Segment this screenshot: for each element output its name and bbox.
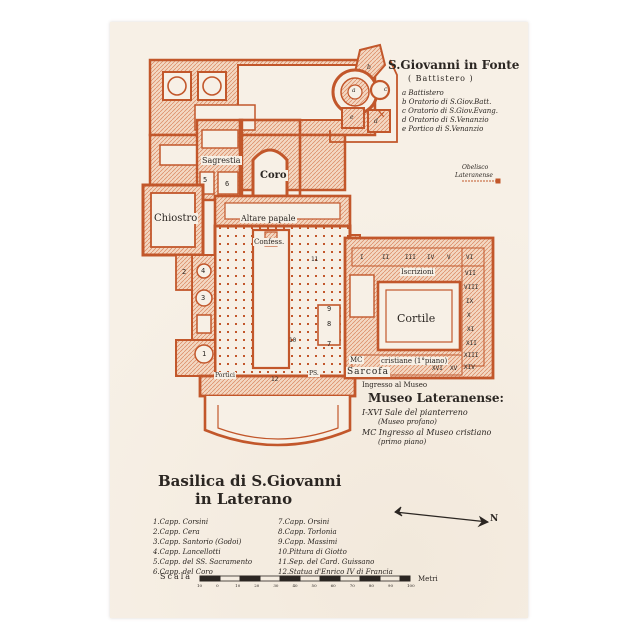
- chapel-number: 10: [289, 337, 297, 344]
- north-arrow-icon: [394, 506, 490, 528]
- chapel-number: 4: [201, 267, 206, 275]
- legend-item: 10.Pittura di Giotto: [278, 548, 347, 556]
- baptistery-letter: e: [350, 114, 354, 121]
- scale-bar: [199, 575, 411, 582]
- scale-tick: 90: [387, 583, 393, 588]
- scale-tick: 10: [197, 583, 203, 588]
- north-label: N: [490, 514, 499, 524]
- legend-item: 5.Capp. del SS. Sacramento: [153, 558, 253, 566]
- museum-legend-line: I-XVI Sale del pianterreno: [362, 408, 468, 417]
- baptistery-subtitle: ( Battistero ): [408, 74, 474, 83]
- scale-tick: 0: [216, 583, 219, 588]
- museum-plan: [343, 236, 495, 380]
- baptistery-item: c Oratorio di S.Giov.Evang.: [402, 107, 499, 115]
- obelisk-label: Lateranense: [455, 172, 493, 179]
- room-portici: Portici: [214, 372, 236, 379]
- museum-room-number: IV: [427, 254, 435, 261]
- museum-room-number: III: [405, 254, 416, 261]
- scale-tick: 30: [273, 583, 279, 588]
- scale-tick: 70: [349, 583, 355, 588]
- chapel-number: 7: [327, 340, 332, 348]
- room-chiostro: Chiostro: [153, 213, 199, 224]
- scale-tick: 60: [330, 583, 336, 588]
- nave-plan: [175, 118, 361, 447]
- baptistery-letter: a: [352, 87, 356, 94]
- chapel-number: 12: [271, 376, 279, 383]
- museum-title: Museo Lateranense:: [368, 391, 504, 405]
- legend-item: 11.Sep. del Card. Guissano: [278, 558, 375, 566]
- baptistery-item: b Oratorio di S.Giov.Batt.: [402, 98, 492, 106]
- museum-room-number: VIII: [464, 284, 479, 291]
- room-altare: Altare papale: [240, 214, 297, 223]
- museum-room-number: I: [360, 254, 364, 261]
- room-sarcofagi: Sarcofa: [346, 367, 390, 377]
- scale-label: Scala: [160, 572, 193, 581]
- chapel-number: 5: [203, 176, 208, 184]
- baptistery-item: d Oratorio di S.Venanzio: [402, 116, 489, 124]
- obelisk-marker: [462, 178, 501, 184]
- room-iscrizioni: Iscrizioni: [400, 268, 435, 276]
- baptistery-letter: b: [367, 64, 371, 71]
- chapel-number: 1: [202, 350, 207, 358]
- baptistery-letter: d: [374, 118, 378, 125]
- scale-tick: 80: [368, 583, 374, 588]
- obelisk-label: Obelisco: [462, 164, 489, 171]
- museum-entrance-label: Ingresso al Museo: [362, 381, 428, 389]
- scale-tick: 40: [292, 583, 298, 588]
- baptistery-letter: c: [384, 86, 388, 93]
- museum-room-number: VI: [466, 254, 474, 261]
- museum-room-number: VII: [465, 270, 476, 277]
- museum-room-number: XIV: [464, 364, 475, 371]
- legend-item: 2.Capp. Cera: [153, 528, 200, 536]
- legend-item: 1.Capp. Corsini: [153, 518, 209, 526]
- museum-room-number: XV: [450, 365, 458, 372]
- chapel-number: 3: [201, 294, 206, 302]
- baptistery-title: S.Giovanni in Fonte: [388, 58, 520, 72]
- scale-tick: 50: [311, 583, 317, 588]
- legend-item: 7.Capp. Orsini: [278, 518, 330, 526]
- museum-legend-line: (primo piano): [378, 438, 427, 446]
- legend-item: 12.Statua d'Enrico IV di Francia: [278, 568, 393, 576]
- basilica-title: Basilica di S.Giovanni: [158, 472, 342, 490]
- museum-legend-line: MC Ingresso al Museo cristiano: [362, 428, 492, 437]
- legend-item: 4.Capp. Lancellotti: [153, 548, 221, 556]
- room-confess: Confess.: [253, 238, 286, 246]
- chapel-number: 11: [311, 256, 319, 263]
- scale-tick: 100: [407, 583, 415, 588]
- baptistery-item: e Portico di S.Venanzio: [402, 125, 484, 133]
- room-cristiane: cristiane (1°piano): [380, 357, 449, 365]
- legend-item: 8.Capp. Torlonia: [278, 528, 337, 536]
- scale-unit: Metri: [418, 575, 438, 583]
- scale-tick: 20: [254, 583, 260, 588]
- room-sagrestia: Sagrestia: [201, 156, 242, 165]
- chapel-number: 8: [327, 320, 332, 328]
- museum-room-number: V: [447, 254, 451, 261]
- legend-item: 9.Capp. Massimi: [278, 538, 338, 546]
- room-mc: MC: [349, 356, 364, 364]
- legend-item: 3.Capp. Santorio (Godoi): [153, 538, 242, 546]
- museum-room-number: XII: [466, 340, 477, 347]
- museum-room-number: XI: [467, 326, 475, 333]
- room-ps: PS.: [308, 370, 320, 377]
- chapel-number: 2: [182, 268, 187, 276]
- museum-legend-line: (Museo profano): [378, 418, 437, 426]
- museum-room-number: X: [467, 312, 471, 319]
- chapel-number: 6: [225, 180, 230, 188]
- chapel-number: 9: [327, 305, 332, 313]
- room-coro: Coro: [259, 170, 288, 181]
- room-cortile: Cortile: [396, 312, 437, 325]
- legend-item: 6.Capp. del Coro: [153, 568, 213, 576]
- museum-room-number: XVI: [432, 365, 443, 372]
- museum-room-number: IX: [466, 298, 474, 305]
- basilica-subtitle: in Laterano: [195, 490, 293, 508]
- baptistery-item: a Battistero: [402, 89, 444, 97]
- scale-tick: 10: [235, 583, 241, 588]
- baptistery-plan: [329, 43, 398, 143]
- museum-room-number: XIII: [464, 352, 479, 359]
- museum-room-number: II: [382, 254, 390, 261]
